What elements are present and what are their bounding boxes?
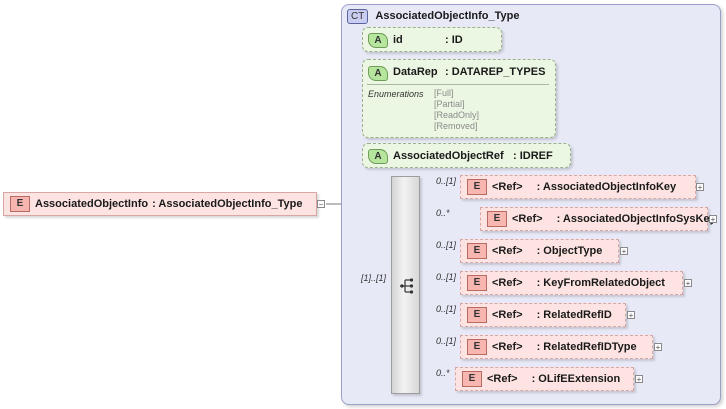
child-cardinality: 0..[1]: [436, 272, 457, 282]
element-tag: E: [10, 196, 30, 212]
expand-toggle[interactable]: +: [696, 183, 704, 192]
child-cardinality: 0..*: [436, 208, 450, 218]
element-tag: E: [467, 339, 487, 355]
child-element-olifeextension[interactable]: E <Ref> : OLifEExtension: [455, 367, 634, 391]
enum-value: [Partial]: [434, 99, 465, 109]
attribute-name: DataRep: [393, 66, 438, 78]
child-ref: <Ref>: [487, 373, 518, 385]
attribute-name: id: [393, 34, 403, 46]
attribute-type: : ID: [445, 34, 463, 46]
child-type: : AssociatedObjectInfoSysKey: [556, 213, 716, 225]
child-element-relatedrefid[interactable]: E <Ref> : RelatedRefID: [460, 303, 626, 327]
child-element-relatedrefidtype[interactable]: E <Ref> : RelatedRefIDType: [460, 335, 653, 359]
child-type: : RelatedRefIDType: [536, 341, 637, 353]
attribute-type: : IDREF: [513, 150, 553, 162]
expand-toggle[interactable]: +: [627, 311, 635, 320]
sequence-compositor[interactable]: [391, 176, 420, 394]
child-type: : RelatedRefID: [536, 309, 612, 321]
collapse-toggle[interactable]: −: [317, 200, 325, 209]
child-type: : KeyFromRelatedObject: [536, 277, 665, 289]
sequence-icon: [400, 278, 414, 294]
child-element-objecttype[interactable]: E <Ref> : ObjectType: [460, 239, 619, 263]
child-type: : ObjectType: [536, 245, 603, 257]
element-tag: E: [467, 275, 487, 291]
sequence-cardinality: [1]..[1]: [361, 273, 387, 283]
enumeration-list: [Full] [Partial] [ReadOnly] [Removed]: [434, 88, 479, 132]
attribute-tag: A: [368, 149, 388, 164]
expand-toggle[interactable]: +: [620, 247, 628, 256]
complex-type-tag: CT: [347, 9, 369, 24]
expand-toggle[interactable]: +: [654, 343, 662, 352]
child-type: : OLifEExtension: [531, 373, 621, 385]
attribute-name: AssociatedObjectRef: [393, 150, 504, 162]
expand-toggle[interactable]: +: [684, 279, 692, 288]
child-ref: <Ref>: [512, 213, 543, 225]
child-element-associatedobjectinfokey[interactable]: E <Ref> : AssociatedObjectInfoKey: [460, 175, 696, 199]
enum-value: [Full]: [434, 88, 454, 98]
attribute-tag: A: [368, 66, 388, 81]
element-tag: E: [467, 179, 487, 195]
child-cardinality: 0..[1]: [436, 304, 457, 314]
enumerations-label: Enumerations: [368, 89, 424, 99]
child-ref: <Ref>: [492, 277, 523, 289]
child-ref: <Ref>: [492, 309, 523, 321]
child-ref: <Ref>: [492, 181, 523, 193]
root-element-box[interactable]: E AssociatedObjectInfo : AssociatedObjec…: [3, 192, 317, 216]
expand-toggle[interactable]: +: [709, 215, 717, 224]
enum-value: [Removed]: [434, 121, 478, 131]
complex-type-name: AssociatedObjectInfo_Type: [375, 10, 520, 22]
child-cardinality: 0..[1]: [436, 176, 457, 186]
element-tag: E: [467, 243, 487, 259]
child-ref: <Ref>: [492, 341, 523, 353]
child-element-associatedobjectinfosyskey[interactable]: E <Ref> : AssociatedObjectInfoSysKey: [480, 207, 716, 231]
root-element-type: : AssociatedObjectInfo_Type: [152, 198, 303, 210]
child-type: : AssociatedObjectInfoKey: [536, 181, 677, 193]
attribute-tag: A: [368, 33, 388, 48]
child-cardinality: 0..*: [436, 368, 450, 378]
element-tag: E: [467, 307, 487, 323]
complex-type-header: CT AssociatedObjectInfo_Type: [347, 9, 519, 24]
expand-toggle[interactable]: +: [635, 375, 643, 384]
attribute-type: : DATAREP_TYPES: [445, 66, 546, 78]
attribute-id[interactable]: A id : ID: [362, 27, 502, 52]
element-tag: E: [462, 371, 482, 387]
element-tag: E: [487, 211, 507, 227]
child-ref: <Ref>: [492, 245, 523, 257]
enum-value: [ReadOnly]: [434, 110, 480, 120]
attribute-datarep[interactable]: A DataRep : DATAREP_TYPES Enumerations […: [362, 59, 556, 138]
child-element-keyfromrelatedobject[interactable]: E <Ref> : KeyFromRelatedObject: [460, 271, 683, 295]
child-cardinality: 0..[1]: [436, 336, 457, 346]
enum-divider: [367, 84, 549, 85]
attribute-associatedobjectref[interactable]: A AssociatedObjectRef : IDREF: [362, 143, 571, 168]
root-element-name: AssociatedObjectInfo: [35, 198, 149, 210]
child-cardinality: 0..[1]: [436, 240, 457, 250]
